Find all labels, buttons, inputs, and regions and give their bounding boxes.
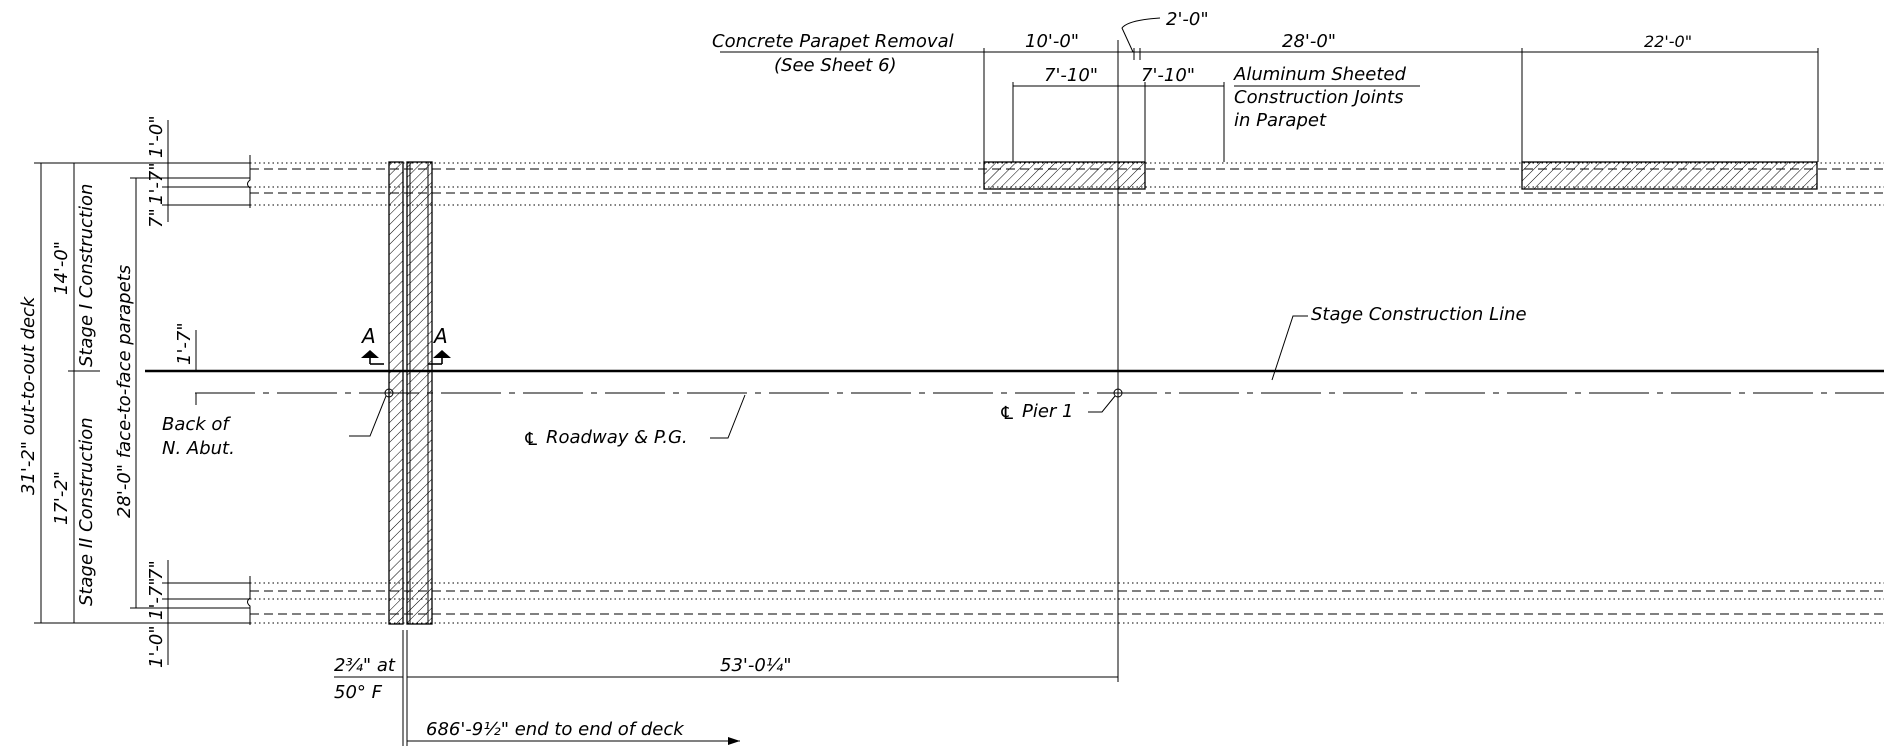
face-to-face-dim: 28'-0" face-to-face parapets <box>114 265 135 518</box>
roadway-symbol: ℄ <box>523 429 539 450</box>
stage1-label: Stage I Construction <box>76 184 97 367</box>
joints-note-2: Construction Joints <box>1234 87 1404 108</box>
parapet-removal-label-2: (See Sheet 6) <box>774 55 897 76</box>
dim-22ft: 22'-0" <box>1644 32 1692 51</box>
span-dim: 53'-0¼" <box>720 655 792 676</box>
abutment-leader <box>349 395 387 437</box>
abutment-label-2: N. Abut. <box>162 438 235 459</box>
gap-temp: 50° F <box>334 682 383 703</box>
deck-lines-bottom <box>247 576 1884 625</box>
bottom-1-7-dim: 1'-7" <box>146 577 167 620</box>
roadway-leader <box>710 394 746 439</box>
parapet-removal-zone-2 <box>1521 161 1818 190</box>
joints-note-1: Aluminum Sheeted <box>1233 64 1406 85</box>
dim-7-10-right: 7'-10" <box>1141 65 1195 86</box>
stage-line-label: Stage Construction Line <box>1311 304 1527 325</box>
gap-dim: 2¾" at <box>334 655 396 676</box>
bottom-7-dim: 7" <box>146 560 167 580</box>
dim-28ft: 28'-0" <box>1282 31 1336 52</box>
bottom-dimensions <box>334 630 1118 746</box>
pier-symbol: ℄ <box>999 403 1015 424</box>
stage2-width: 17'-2" <box>51 471 72 525</box>
joints-note-3: in Parapet <box>1234 110 1327 131</box>
stage-offset-dim: 1'-7" <box>174 322 195 365</box>
dim-2ft: 2'-0" <box>1166 9 1209 30</box>
pier-leader <box>1088 395 1116 413</box>
top-1-7-dim: 1'-7" <box>146 162 167 205</box>
top-7-dim: 7" <box>146 208 167 228</box>
out-to-out-dim: 31'-2" out-to-out deck <box>18 295 39 495</box>
roadway-label: Roadway & P.G. <box>546 427 688 448</box>
dim-7-10-left: 7'-10" <box>1044 65 1098 86</box>
abutment-point <box>384 388 394 398</box>
deck-length-dim: 686'-9½" end to end of deck <box>426 719 685 740</box>
abutment-label-1: Back of <box>162 414 231 435</box>
stage-line-leader <box>1271 315 1308 381</box>
section-letter-left: A <box>360 324 376 348</box>
stage2-label: Stage II Construction <box>76 417 97 606</box>
parapet-removal-zone-1 <box>983 161 1146 190</box>
pier-label: Pier 1 <box>1022 401 1074 422</box>
section-letter-right: A <box>432 324 448 348</box>
left-dimensions <box>34 120 250 665</box>
dim-10ft: 10'-0" <box>1025 31 1079 52</box>
stage1-width: 14'-0" <box>51 241 72 295</box>
top-1-0-dim: 1'-0" <box>146 115 167 158</box>
section-mark-left <box>361 350 384 365</box>
bottom-1-0-dim: 1'-0" <box>146 625 167 668</box>
parapet-removal-label-1: Concrete Parapet Removal <box>712 31 954 52</box>
section-mark-right <box>428 350 451 365</box>
top-dimensions <box>720 17 1819 162</box>
